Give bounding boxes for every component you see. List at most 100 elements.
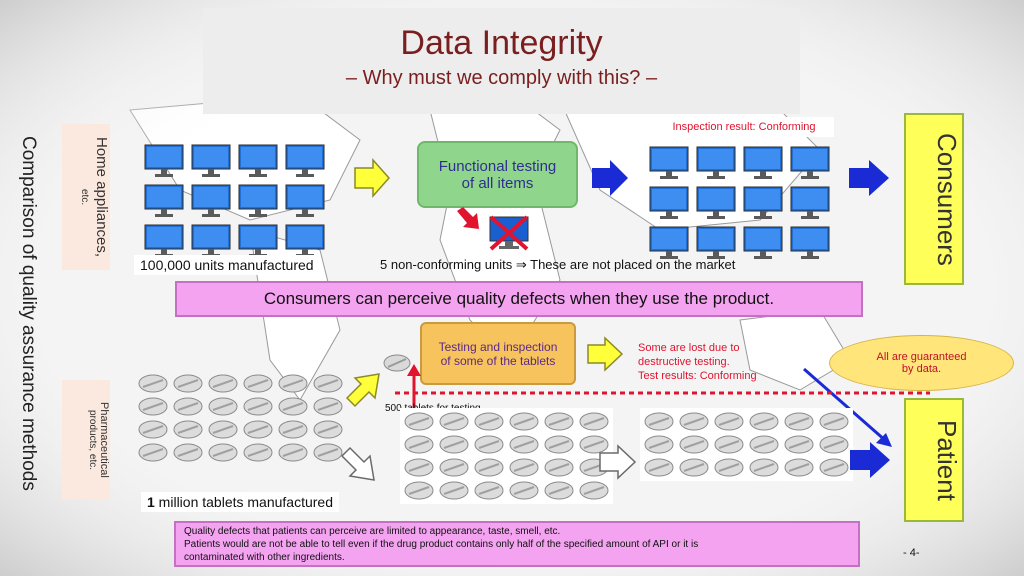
monitor-icon	[144, 184, 184, 217]
tablets-label: 1 million tablets manufactured	[141, 492, 339, 512]
monitor-icon	[790, 186, 830, 219]
tablet-pill-icon	[474, 412, 504, 431]
tablet-pill-icon	[819, 458, 849, 477]
arrow-right-icon	[849, 160, 889, 196]
tablet-pill-icon	[208, 374, 238, 393]
monitor-icon	[790, 226, 830, 259]
tablet-pill-icon	[243, 374, 273, 393]
monitor-icon	[649, 146, 689, 179]
monitor-icon	[285, 144, 325, 177]
tablets-manufactured	[138, 374, 343, 462]
functional-testing-line2: of all items	[461, 174, 534, 192]
monitor-icon	[238, 224, 278, 257]
tablet-pill-icon	[784, 435, 814, 454]
monitor-icon	[696, 186, 736, 219]
tablet-pill-icon	[278, 374, 308, 393]
monitor-icon	[144, 224, 184, 257]
guaranteed-line1: All are guaranteed	[876, 351, 967, 363]
tablet-pill-icon	[243, 397, 273, 416]
tablet-pill-icon	[579, 412, 609, 431]
category-pharma-etc: products, etc.	[87, 409, 98, 471]
tablet-testing-line1: Testing and inspection	[438, 339, 558, 354]
functional-testing-line1: Functional testing	[438, 157, 557, 175]
tablet-testing-box: Testing and inspection of some of the ta…	[420, 322, 576, 385]
tablet-pill-icon	[208, 397, 238, 416]
tablet-pill-icon	[474, 458, 504, 477]
patient-box: Patient	[904, 398, 964, 522]
arrow-down-right-icon	[340, 446, 375, 481]
arrow-right-icon	[592, 160, 628, 196]
tablet-pill-icon	[544, 458, 574, 477]
tablet-pill-icon	[138, 420, 168, 439]
monitor-icon	[649, 226, 689, 259]
tablet-pill-icon	[644, 412, 674, 431]
lost-note-line1: Some are lost due to	[638, 342, 740, 354]
diagonal-arrow-icon	[803, 367, 892, 447]
tablet-pill-icon	[819, 412, 849, 431]
tablet-pill-icon	[439, 412, 469, 431]
tablet-testing-line2: of some of the tablets	[440, 353, 556, 368]
tablet-pill-icon	[644, 458, 674, 477]
bottom-note-line2: Patients would are not be able to tell e…	[184, 539, 699, 550]
tablet-pill-icon	[714, 458, 744, 477]
lost-note-line2: destructive testing.	[638, 356, 730, 368]
tablet-pill-icon	[544, 435, 574, 454]
category-home-label: Home appliances,	[93, 136, 110, 258]
lost-note-line3: Test results: Conforming	[638, 370, 757, 382]
tablet-pill-icon	[749, 412, 779, 431]
functional-testing-box: Functional testing of all items	[417, 141, 578, 208]
tablet-pill-icon	[138, 397, 168, 416]
tablet-pill-icon	[439, 458, 469, 477]
side-label: Comparison of quality assurance methods	[18, 135, 39, 491]
category-home-etc: etc.	[79, 188, 90, 206]
red-x-icon	[489, 215, 529, 251]
page-subtitle: – Why must we comply with this? –	[345, 67, 658, 89]
arrow-right-icon	[354, 158, 391, 198]
tablet-pill-icon	[208, 443, 238, 462]
monitor-icon	[238, 184, 278, 217]
monitor-icon	[191, 144, 231, 177]
tablet-pill-icon	[173, 443, 203, 462]
tablet-pill-icon	[509, 481, 539, 500]
monitor-icon	[191, 224, 231, 257]
tablet-pill-icon	[544, 481, 574, 500]
tablet-pill-icon	[278, 443, 308, 462]
tablet-pill-icon	[509, 435, 539, 454]
tablet-pill-icon	[404, 412, 434, 431]
monitor-icon	[238, 144, 278, 177]
guaranteed-line2: by data.	[901, 363, 942, 375]
tablet-pill-icon	[784, 458, 814, 477]
tablet-pill-icon	[749, 435, 779, 454]
category-pharmaceutical: Pharmaceutical products, etc.	[62, 380, 110, 500]
tablet-pill-icon	[439, 481, 469, 500]
bottom-note: Quality defects that patients can percei…	[174, 521, 860, 567]
tablet-pill-icon	[404, 481, 434, 500]
tablet-pill-icon	[579, 435, 609, 454]
title-box: Data Integrity – Why must we comply with…	[203, 8, 800, 114]
tablets-label-text: million tablets manufactured	[154, 494, 333, 510]
consumer-perception-banner: Consumers can perceive quality defects w…	[175, 281, 863, 317]
tablet-pill-icon	[644, 435, 674, 454]
monitor-icon	[285, 184, 325, 217]
dotted-divider	[395, 391, 930, 395]
tablet-pill-icon	[173, 374, 203, 393]
arrow-right-icon	[587, 336, 624, 372]
tablet-pill-icon	[474, 435, 504, 454]
tablet-pill-icon	[819, 435, 849, 454]
units-label: 100,000 units manufactured	[134, 255, 320, 275]
tablet-pill-icon	[749, 458, 779, 477]
tablet-pill-icon	[404, 435, 434, 454]
tablet-pill-icon	[313, 420, 343, 439]
monitor-icon	[696, 226, 736, 259]
tablet-pill-icon	[714, 412, 744, 431]
tablet-pill-icon	[509, 458, 539, 477]
monitor-icon	[285, 224, 325, 257]
page-number: - 4-	[903, 547, 920, 559]
tablet-pill-icon	[679, 435, 709, 454]
guaranteed-callout: All are guaranteed by data.	[829, 335, 1014, 391]
monitor-icon	[743, 186, 783, 219]
monitor-icon	[191, 184, 231, 217]
tablet-pill-icon	[474, 481, 504, 500]
tablet-pill-icon	[173, 397, 203, 416]
page-title: Data Integrity	[400, 24, 603, 62]
